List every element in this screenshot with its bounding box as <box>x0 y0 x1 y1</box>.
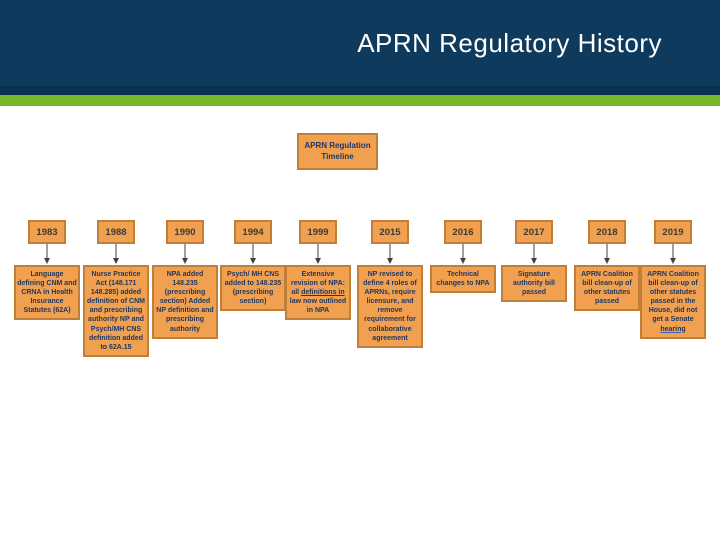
event-description-box: APRN Coalition bill clean-up of other st… <box>574 265 640 312</box>
header-dark-strip <box>0 86 720 95</box>
year-box: 2015 <box>371 220 409 244</box>
timeline-event-column: 1999 Extensive revision of NPA: all defi… <box>285 220 351 321</box>
hearing-link[interactable]: hearing <box>660 325 686 333</box>
timeline-event-column: 1983 Language defining CNM and CRNA in H… <box>14 220 80 321</box>
timeline-event-column: 2015 NP revised to define 4 roles of APR… <box>357 220 423 348</box>
page-title: APRN Regulatory History <box>357 28 662 58</box>
down-arrow-icon <box>602 244 612 265</box>
event-description-box: Nurse Practice Act (148.171 148.285) add… <box>83 265 149 357</box>
timeline-event-column: 1990 NPA added 148.235 (prescribing sect… <box>152 220 218 339</box>
year-box: 1999 <box>299 220 337 244</box>
year-box: 2016 <box>444 220 482 244</box>
event-description-box: Language defining CNM and CRNA in Health… <box>14 265 80 321</box>
timeline-event-column: 2018 APRN Coalition bill clean-up of oth… <box>574 220 640 312</box>
year-box: 1994 <box>234 220 272 244</box>
down-arrow-icon <box>668 244 678 265</box>
timeline-event-column: 2016 Technical changes to NPA <box>430 220 496 294</box>
year-box: 2017 <box>515 220 553 244</box>
year-box: 2018 <box>588 220 626 244</box>
timeline-event-column: 1994 Psych/ MH CNS added to 148.235 (pre… <box>220 220 286 312</box>
down-arrow-icon <box>313 244 323 265</box>
event-description-box: Extensive revision of NPA: all definitio… <box>285 265 351 321</box>
event-description-box: Technical changes to NPA <box>430 265 496 294</box>
year-box: 1983 <box>28 220 66 244</box>
down-arrow-icon <box>385 244 395 265</box>
timeline-title-box: APRN Regulation Timeline <box>297 133 378 170</box>
year-box: 1988 <box>97 220 135 244</box>
event-description-box: NPA added 148.235 (prescribing section) … <box>152 265 218 339</box>
event-description-box: Psych/ MH CNS added to 148.235 (prescrib… <box>220 265 286 312</box>
down-arrow-icon <box>180 244 190 265</box>
down-arrow-icon <box>248 244 258 265</box>
event-description-box: APRN Coalition bill clean-up of other st… <box>640 265 706 339</box>
event-description-box: NP revised to define 4 roles of APRNs, r… <box>357 265 423 348</box>
accent-bar <box>0 95 720 106</box>
year-box: 1990 <box>166 220 204 244</box>
timeline-event-column: 2017 Signature authority bill passed <box>501 220 567 303</box>
event-description-box: Signature authority bill passed <box>501 265 567 303</box>
year-box: 2019 <box>654 220 692 244</box>
header-band: APRN Regulatory History <box>0 0 720 95</box>
down-arrow-icon <box>458 244 468 265</box>
down-arrow-icon <box>111 244 121 265</box>
down-arrow-icon <box>529 244 539 265</box>
timeline-event-column: 1988 Nurse Practice Act (148.171 148.285… <box>83 220 149 357</box>
underlined-text: definitions in <box>301 289 345 297</box>
timeline-event-column: 2019 APRN Coalition bill clean-up of oth… <box>640 220 706 339</box>
down-arrow-icon <box>42 244 52 265</box>
